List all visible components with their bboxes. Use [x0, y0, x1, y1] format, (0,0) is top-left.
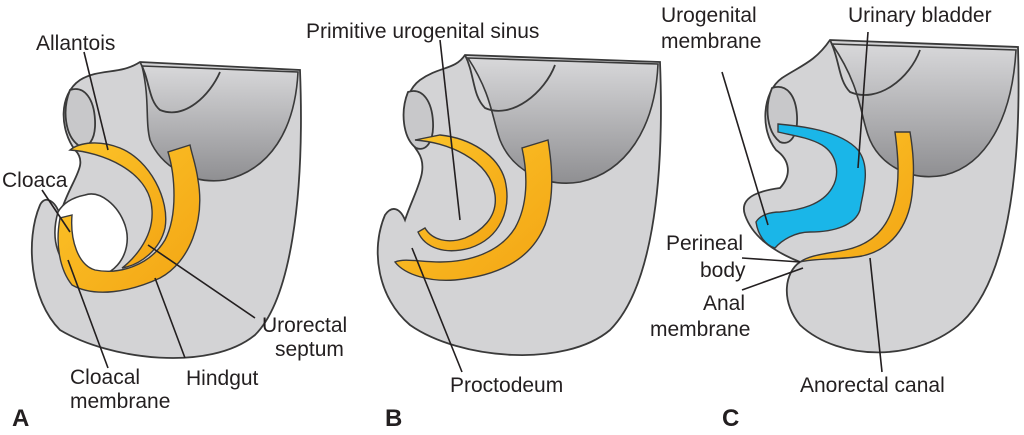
urogenital-membrane-label-line1: Urogenital: [661, 4, 757, 27]
anal-membrane-label-line1: Anal: [703, 292, 745, 315]
urinary-bladder: [755, 123, 866, 249]
leader-lines-b: [411, 39, 463, 373]
panel-a: Allantois Cloaca Urorectal septum Hindgu…: [2, 32, 347, 432]
panel-b: Primitive urogenital sinus Proctodeum B: [306, 20, 662, 432]
anal-membrane-label-line2: membrane: [650, 318, 750, 341]
cloaca-label: Cloaca: [2, 169, 68, 192]
panel-c-letter: C: [722, 405, 739, 432]
embryo-body-a: [30, 61, 302, 359]
embryo-body-c: [742, 39, 1020, 354]
primitive-urogenital-sinus-label: Primitive urogenital sinus: [306, 20, 539, 43]
panel-b-letter: B: [385, 405, 402, 432]
leader-lines-a: [41, 51, 256, 369]
embryo-body-b: [376, 54, 662, 356]
urorectal-septum-label-line1: Urorectal: [262, 314, 347, 337]
urogenital-membrane-label-line2: membrane: [661, 30, 761, 53]
hindgut-label: Hindgut: [186, 367, 259, 390]
perineal-body-label-line2: body: [700, 259, 746, 282]
cloacal-membrane-label-line2: membrane: [70, 390, 170, 413]
hindgut-b: [393, 134, 553, 282]
proctodeum-label: Proctodeum: [450, 374, 563, 397]
allantois-label: Allantois: [36, 32, 115, 55]
panel-c: Urogenital membrane Urinary bladder Peri…: [650, 4, 1020, 432]
panel-a-letter: A: [12, 405, 29, 432]
perineal-body-label-line1: Perineal: [666, 232, 743, 255]
anorectal-canal-label: Anorectal canal: [800, 374, 945, 397]
cloacal-membrane-label-line1: Cloacal: [70, 366, 140, 389]
urorectal-septum-label-line2: septum: [275, 338, 344, 361]
urinary-bladder-label: Urinary bladder: [848, 4, 992, 27]
leader-lines-c: [721, 31, 883, 373]
anorectal-canal: [799, 131, 915, 263]
